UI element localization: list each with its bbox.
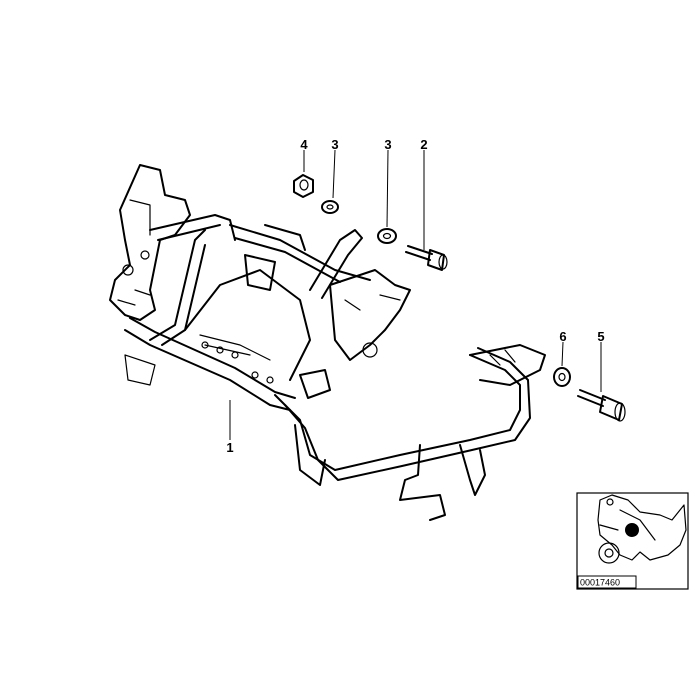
location-dot-icon bbox=[625, 523, 639, 537]
washer-part-6 bbox=[553, 367, 571, 387]
washer-part-3b bbox=[377, 228, 397, 244]
bolt-part-2 bbox=[405, 245, 448, 271]
callout-4: 4 bbox=[300, 137, 308, 152]
callout-5: 5 bbox=[597, 329, 604, 344]
bolt-part-5 bbox=[577, 389, 626, 422]
callout-3-a: 3 bbox=[331, 137, 338, 152]
locator-inset: 00017460 bbox=[576, 492, 689, 590]
nut-part-4 bbox=[293, 174, 314, 198]
callout-2: 2 bbox=[420, 137, 427, 152]
callout-leaders bbox=[229, 149, 602, 440]
frame-assembly bbox=[109, 164, 546, 521]
callout-1: 1 bbox=[226, 440, 233, 455]
callout-6: 6 bbox=[559, 329, 566, 344]
washer-part-3a bbox=[321, 200, 339, 214]
motorcycle-icon bbox=[597, 494, 687, 564]
callout-3-b: 3 bbox=[384, 137, 391, 152]
diagram-id: 00017460 bbox=[580, 578, 620, 588]
